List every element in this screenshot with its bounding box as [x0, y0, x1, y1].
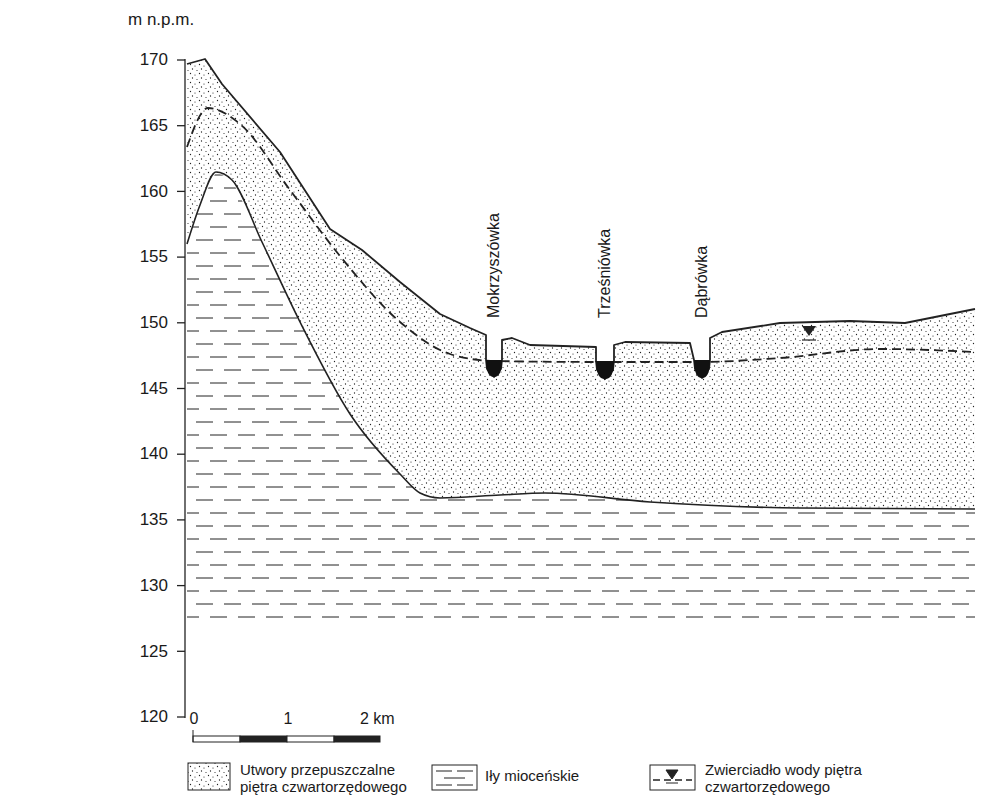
- water-table-marker: [802, 326, 816, 336]
- scale-number: 2 km: [360, 710, 395, 728]
- river-name: Trześniówka: [596, 229, 614, 318]
- river-channel: [486, 360, 502, 377]
- scale-number: 1: [284, 710, 293, 728]
- tick-label: 120: [140, 707, 168, 727]
- tick-label: 165: [140, 116, 168, 136]
- ground-surface: [187, 59, 975, 379]
- water-table: [187, 108, 975, 362]
- tick-label: 140: [140, 444, 168, 464]
- scale-bar: [193, 730, 380, 742]
- clay-boundary: [187, 172, 975, 509]
- river-name: Mokrzyszówka: [485, 213, 503, 318]
- geologic-section: [187, 59, 975, 624]
- tick-label: 155: [140, 247, 168, 267]
- tick-label: 145: [140, 379, 168, 399]
- tick-label: 125: [140, 642, 168, 662]
- tick-label: 160: [140, 182, 168, 202]
- tick-label: 130: [140, 576, 168, 596]
- scale-number: 0: [190, 710, 199, 728]
- water-table-marker: [802, 339, 816, 340]
- legend-text: Zwierciadło wody piętra czwartorzędowego: [705, 762, 900, 795]
- elevation-axis: [177, 59, 185, 718]
- river-name: Dąbrówka: [693, 246, 711, 318]
- river-channel: [596, 361, 614, 379]
- legend-text: Iły mioceńskie: [485, 768, 635, 785]
- quaternary-permeable: [187, 59, 975, 509]
- tick-label: 170: [140, 50, 168, 70]
- tick-label: 150: [140, 313, 168, 333]
- legend-text: Utwory przepuszczalne piętra czwartorzęd…: [240, 762, 435, 795]
- tick-label: 135: [140, 510, 168, 530]
- river-channel: [694, 360, 710, 378]
- axis-unit: m n.p.m.: [128, 10, 194, 30]
